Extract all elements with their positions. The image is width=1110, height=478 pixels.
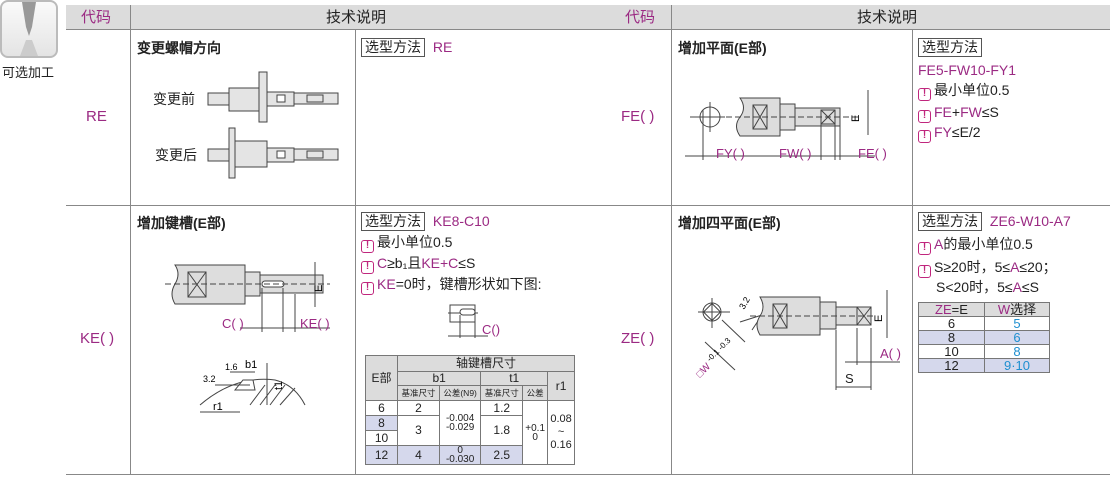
ze-note-2: !S≥20时，5≤A≤20； xyxy=(918,257,1057,278)
re-before-label: 变更前 xyxy=(153,91,195,107)
fe-dim-e: E xyxy=(850,115,862,122)
divider xyxy=(605,474,1110,475)
dim-b1: b1 xyxy=(245,360,257,371)
ze-dim-e: E xyxy=(873,315,885,322)
keyway-section-detail: 3.2 1.6 b1 t1 r1 xyxy=(199,360,306,413)
warning-icon: ! xyxy=(918,88,931,101)
before-nut xyxy=(207,71,339,123)
method-label: 选型方法 xyxy=(361,38,425,57)
fe-dim-fy: FY( ) xyxy=(716,146,745,161)
method-label: 选型方法 xyxy=(918,212,982,231)
fe-note-3: !FY≤E/2 xyxy=(918,122,981,143)
code-fe: FE( ) xyxy=(621,108,655,125)
warning-icon: ! xyxy=(361,282,374,295)
divider xyxy=(355,30,356,475)
code-ke: KE( ) xyxy=(80,330,115,347)
header-code: 代码 xyxy=(625,9,656,26)
fe-method: 选型方法 xyxy=(918,37,982,57)
warning-icon: ! xyxy=(918,242,931,255)
fe-title: 增加平面(E部) xyxy=(678,40,767,56)
method-label: 选型方法 xyxy=(361,212,425,231)
divider xyxy=(912,30,913,475)
fe-method-example: FE5-FW10-FY1 xyxy=(918,62,1017,78)
sidebar-label: 可选加工 xyxy=(2,65,55,80)
fe-note-2: !FE+FW≤S xyxy=(918,102,999,123)
keyway-diagram: E xyxy=(165,262,330,332)
inset-dim-c: C() xyxy=(482,322,501,337)
ke-dim-c: C( ) xyxy=(222,316,244,331)
rough-1-6: 1.6 xyxy=(225,362,238,372)
ze-note-3: S<20时，5≤A≤S xyxy=(936,279,1039,295)
fe-dim-fe: FE( ) xyxy=(858,146,887,161)
warning-icon: ! xyxy=(361,240,374,253)
ke-note-2: !C≥b₁且KE+C≤S xyxy=(361,253,475,274)
after-nut xyxy=(207,127,339,179)
re-title: 变更螺帽方向 xyxy=(137,40,221,56)
warning-icon: ! xyxy=(918,110,931,123)
fe-note-1: !最小单位0.5 xyxy=(918,80,1009,101)
ze-rough: 3.2 xyxy=(737,295,752,311)
warning-icon: ! xyxy=(918,265,931,278)
ze-dim-w-tol: -0.1 -0.3 xyxy=(705,336,733,364)
ze-note-1: !A的最小单位0.5 xyxy=(918,234,1033,255)
re-after-label: 变更后 xyxy=(155,147,197,163)
fe-dim-fw: FW( ) xyxy=(779,146,812,161)
optional-machining-icon xyxy=(0,0,58,58)
drill-icon xyxy=(20,2,38,56)
ze-title: 增加四平面(E部) xyxy=(678,215,781,231)
method-label: 选型方法 xyxy=(918,38,982,57)
dim-r1: r1 xyxy=(213,401,223,413)
divider xyxy=(130,5,131,475)
warning-icon: ! xyxy=(918,130,931,143)
method-example: ZE6-W10-A7 xyxy=(989,213,1071,229)
ke-zero-inset xyxy=(448,304,488,338)
method-example: RE xyxy=(432,39,453,55)
re-nut-diagram xyxy=(207,71,339,179)
left-header: 代码 技术说明 xyxy=(66,5,605,30)
right-header: 代码 技术说明 xyxy=(605,5,1110,30)
rough-3-2: 3.2 xyxy=(203,374,216,384)
flat-diagram: E xyxy=(685,90,875,160)
code-ze: ZE( ) xyxy=(621,330,655,347)
divider xyxy=(671,5,672,475)
ze-dim-s: S xyxy=(845,371,854,386)
ze-dim-a: A( ) xyxy=(880,346,901,361)
ke-note-1: !最小单位0.5 xyxy=(361,232,452,253)
re-method: 选型方法 RE xyxy=(361,37,452,57)
header-code: 代码 xyxy=(81,9,112,26)
ze-method: 选型方法 ZE6-W10-A7 xyxy=(918,211,1071,231)
method-example: KE8-C10 xyxy=(432,213,490,229)
ke-dim-e: E xyxy=(313,285,325,292)
divider xyxy=(66,205,605,206)
ke-note-3: !KE=0时，键槽形状如下图: xyxy=(361,274,542,295)
dim-t1: t1 xyxy=(273,381,285,390)
header-desc: 技术说明 xyxy=(857,9,918,26)
ke-title: 增加键槽(E部) xyxy=(137,215,226,231)
divider xyxy=(605,205,1110,206)
header-desc: 技术说明 xyxy=(326,9,387,26)
code-re: RE xyxy=(86,108,107,125)
ke-method: 选型方法 KE8-C10 xyxy=(361,211,490,231)
warning-icon: ! xyxy=(361,261,374,274)
ke-dim-ke: KE( ) xyxy=(300,316,330,331)
four-flat-diagram: 3.2 E □W -0.1 -0.3 xyxy=(694,290,900,390)
divider xyxy=(66,474,605,475)
